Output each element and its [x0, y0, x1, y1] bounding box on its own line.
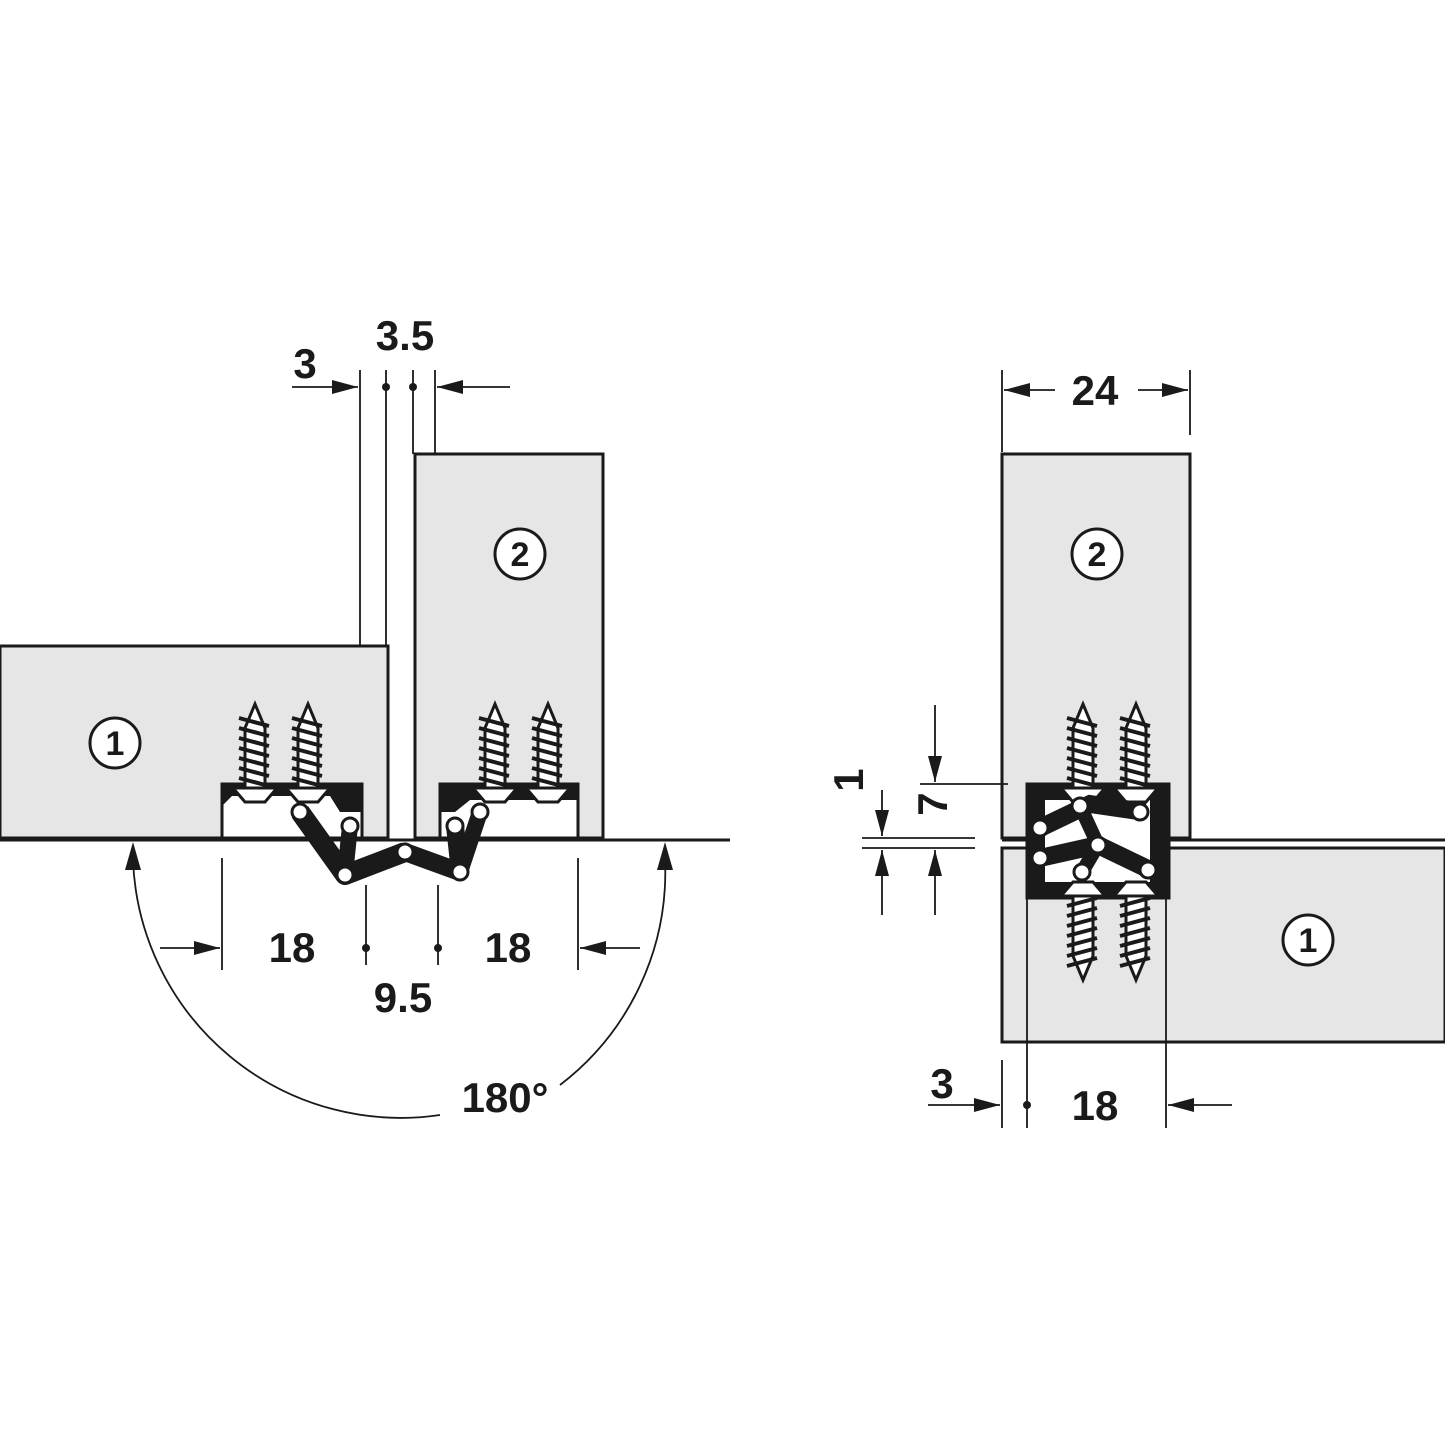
panel-2-right	[1000, 452, 1192, 840]
dimension-vertical: 1 7	[825, 705, 1008, 915]
dimension-top-left: 3 3.5	[292, 312, 510, 646]
dimension-label: 1	[825, 768, 872, 791]
dimension-label: 18	[485, 924, 532, 971]
angle-label: 180°	[462, 1074, 549, 1121]
part-number-2: 2	[511, 536, 530, 574]
dimension-label: 7	[909, 792, 956, 815]
dimension-label: 18	[1072, 1082, 1119, 1129]
part-marker-1	[88, 716, 142, 770]
hinge-linkage-left	[290, 802, 490, 885]
left-view: 1 2 3 3.5	[0, 312, 730, 1121]
dimension-bottom-right: 3 18	[928, 898, 1232, 1129]
panel-2-left	[413, 452, 605, 840]
dimension-label: 9.5	[374, 974, 432, 1021]
right-view: 2 1 24 1 7	[825, 367, 1445, 1129]
dimension-label: 18	[269, 924, 316, 971]
dimension-width: 24	[1001, 367, 1191, 452]
part-number-2: 2	[1088, 536, 1107, 574]
opening-angle-arc: 180°	[125, 842, 673, 1121]
part-marker-1	[1281, 913, 1335, 967]
part-marker-2	[1070, 527, 1124, 581]
dimension-label: 3	[293, 340, 316, 387]
part-marker-2	[493, 527, 547, 581]
dimension-label: 3	[930, 1060, 953, 1107]
part-number-1: 1	[106, 725, 125, 763]
hinge-linkage-right	[1030, 794, 1158, 882]
dimension-label: 3.5	[376, 312, 434, 359]
part-number-1: 1	[1299, 922, 1318, 960]
dimension-bottom-left: 18 18 9.5	[160, 858, 640, 1021]
dimension-label: 24	[1072, 367, 1119, 414]
